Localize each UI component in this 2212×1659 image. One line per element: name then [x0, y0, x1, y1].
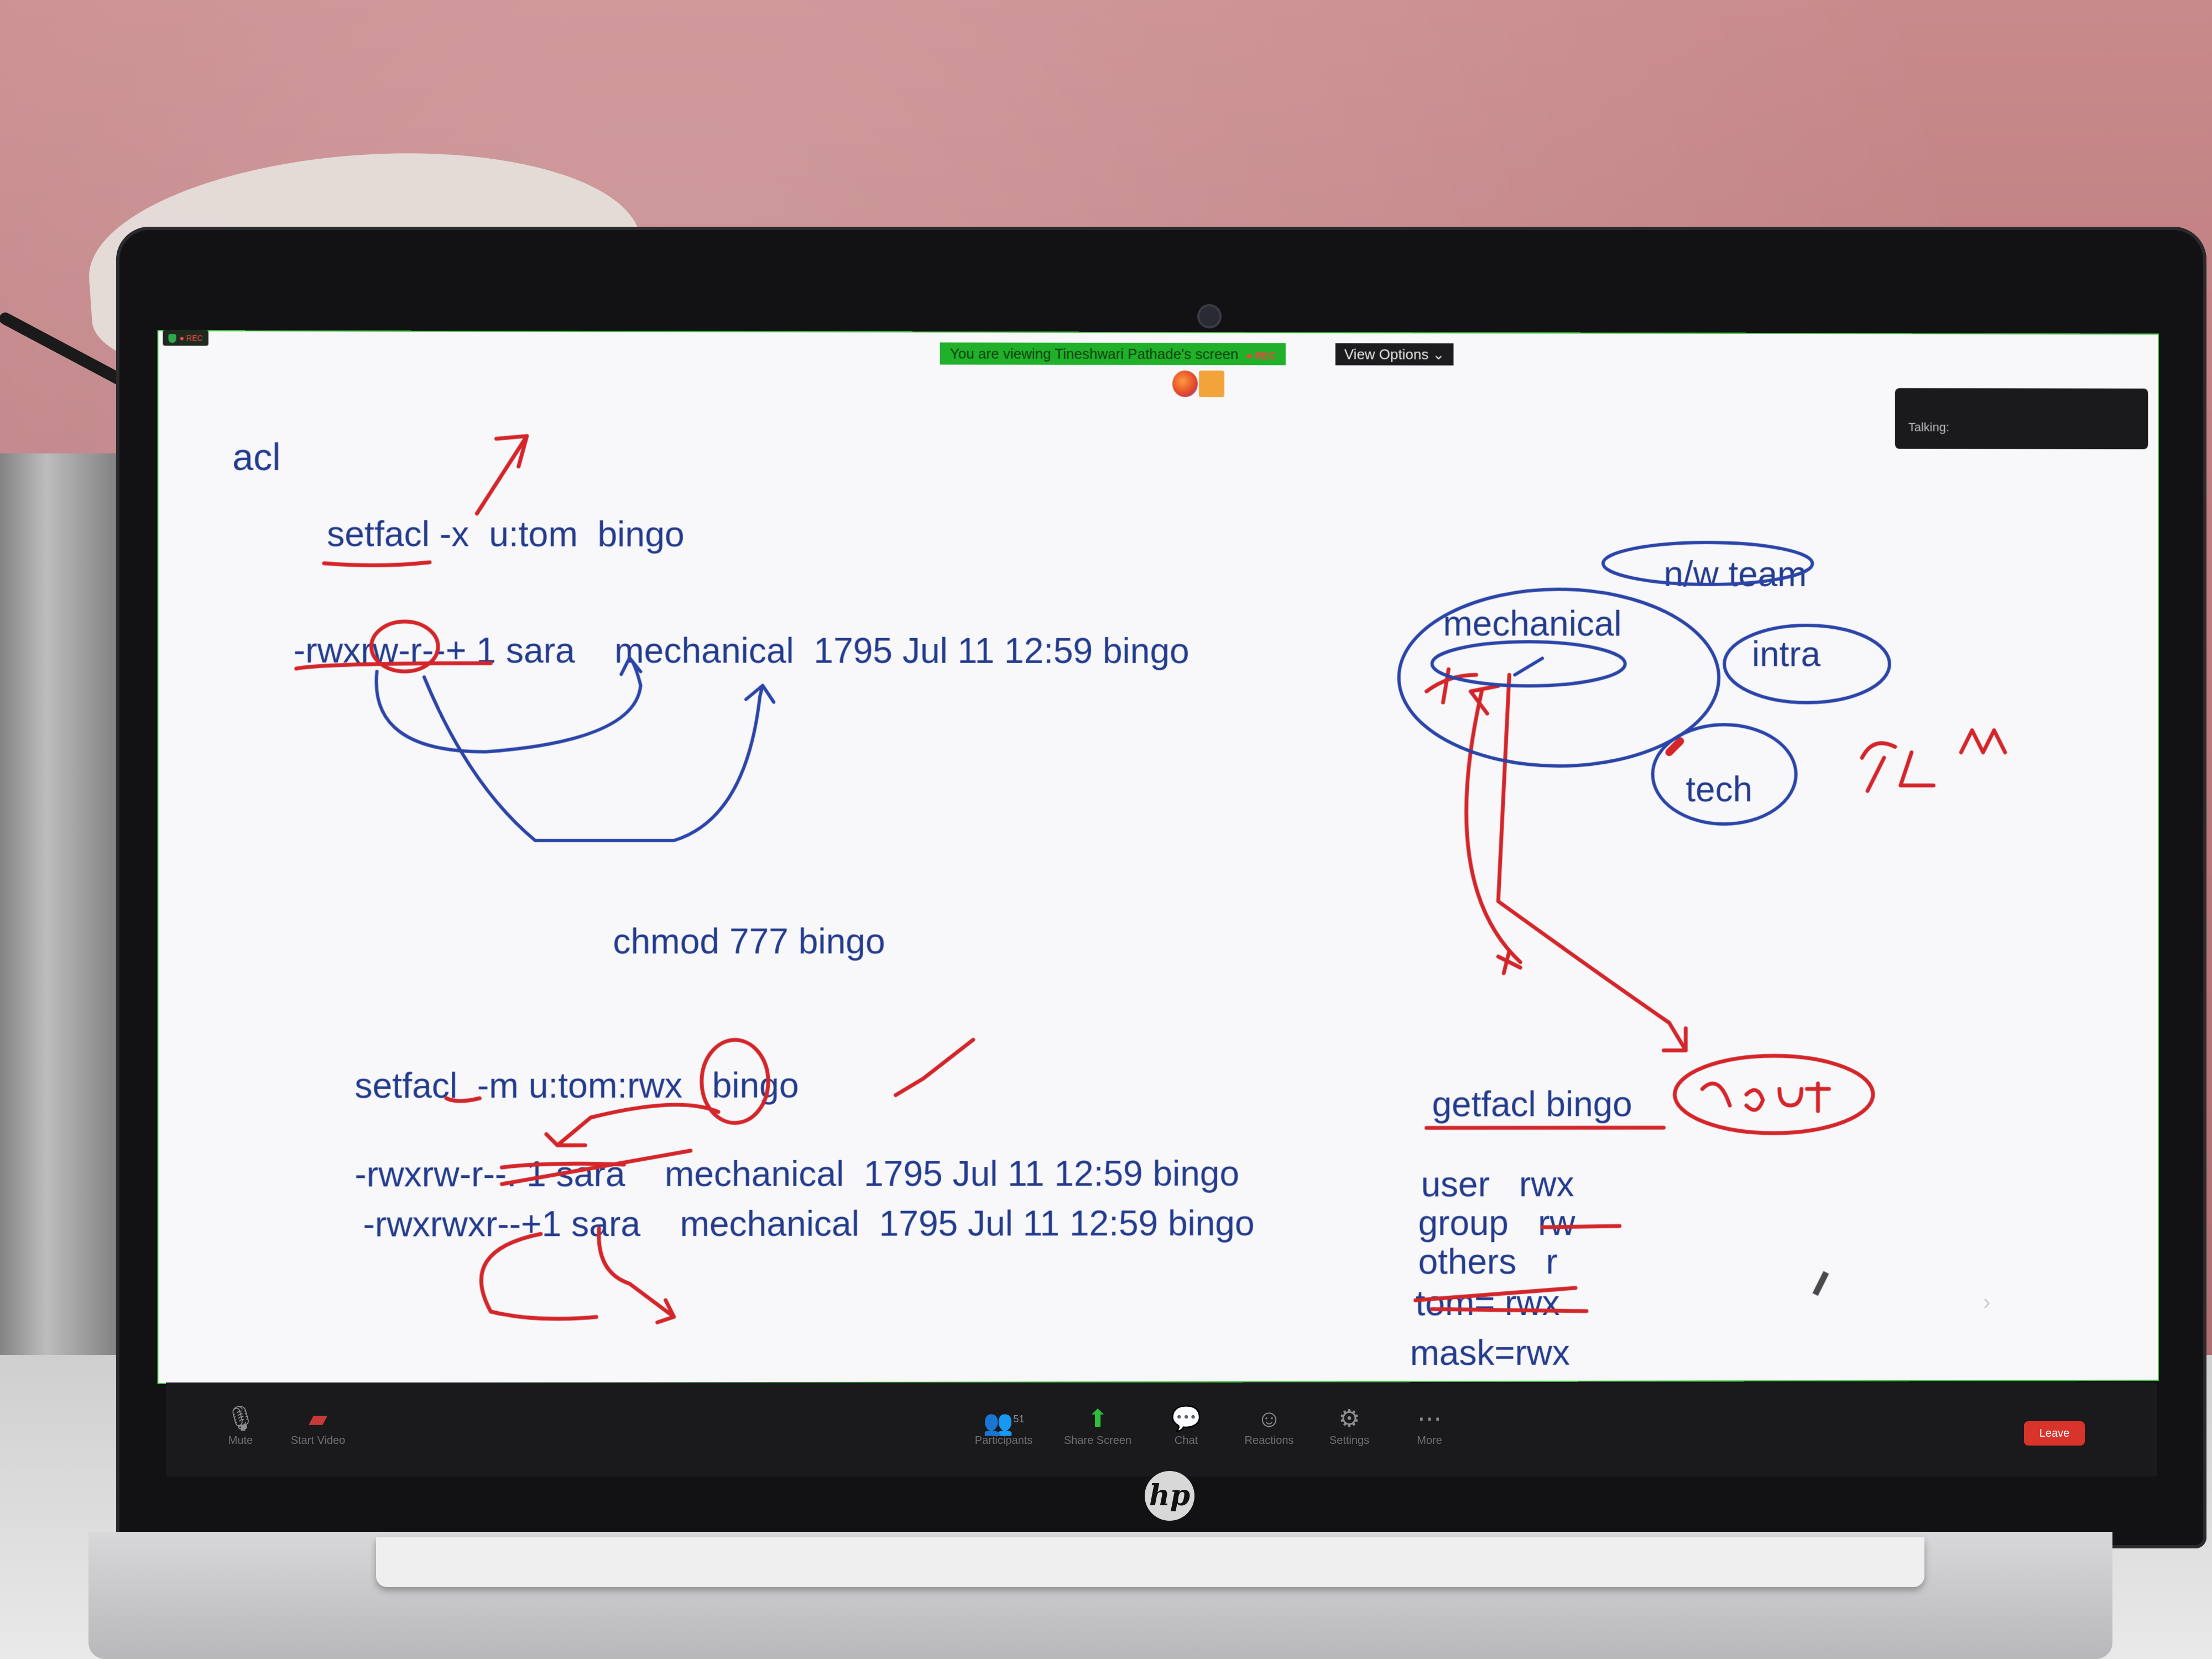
settings-button[interactable]: ⚙ Settings: [1308, 1404, 1391, 1447]
acl-group-entry: group rw: [1418, 1203, 1575, 1243]
share-controls: [1172, 371, 1225, 398]
rec-label: ● REC: [179, 333, 203, 343]
setfacl-remove-command: setfacl -x u:tom bingo: [327, 514, 685, 555]
meeting-toolbar: 🎙 Mute ▰ Start Video 👥51 Participants ⬆ …: [166, 1383, 2157, 1477]
participants-icon: 👥51: [983, 1409, 1025, 1437]
diagram-intra: intra: [1751, 634, 1820, 674]
root-circle: [1674, 1056, 1873, 1133]
share-screen-button[interactable]: ⬆ Share Screen: [1056, 1404, 1139, 1447]
recording-indicator: ● REC: [163, 330, 208, 346]
diagram-tech: tech: [1686, 769, 1752, 810]
share-screen-icon: ⬆: [1087, 1405, 1108, 1432]
rlm-handwriting: [1862, 731, 2005, 791]
talking-label: Talking:: [1908, 420, 1949, 434]
diagram-mechanical: mechanical: [1443, 603, 1622, 644]
talking-panel: Talking:: [1895, 388, 2148, 450]
rw-note: [1427, 669, 1477, 702]
checkmark: [896, 1040, 973, 1095]
root-arrow-2: [1498, 675, 1686, 1050]
view-options-button[interactable]: View Options ⌄: [1335, 343, 1454, 366]
chat-icon: 💬: [1171, 1405, 1202, 1432]
ls-output-line-1: -rwxrw-r--+ 1 sara mechanical 1795 Jul 1…: [293, 630, 1190, 671]
reactions-icon: ☺: [1256, 1405, 1282, 1432]
ls-output-line-2: -rwxrw-r--. 1 sara mechanical 1795 Jul 1…: [354, 1153, 1239, 1194]
tech-mark: [1669, 741, 1680, 752]
banner-rec-label: ● REC: [1246, 350, 1276, 362]
leave-button[interactable]: Leave: [2024, 1421, 2085, 1446]
webcam: [1197, 304, 1222, 328]
more-label: More: [1417, 1434, 1442, 1447]
participants-count: 51: [1013, 1413, 1025, 1425]
start-video-label: Start Video: [290, 1434, 346, 1447]
chat-button[interactable]: 💬 Chat: [1145, 1404, 1228, 1447]
chmod-command: chmod 777 bingo: [613, 921, 885, 962]
rwx-arrow: [546, 1105, 718, 1145]
ls-output-line-3: -rwxrwxr--+1 sara mechanical 1795 Jul 11…: [363, 1203, 1255, 1244]
ls1-blue-arrow-1: [377, 658, 641, 752]
diagram-nw-team: n/w team: [1663, 554, 1807, 594]
viewing-banner: You are viewing Tineshwari Pathade's scr…: [940, 342, 1286, 366]
getfacl-command: getfacl bingo: [1432, 1084, 1632, 1124]
remove-arrow: [477, 436, 526, 513]
viewing-banner-label: You are viewing Tineshwari Pathade's scr…: [950, 345, 1239, 363]
setfacl-underline: [324, 562, 430, 566]
more-button[interactable]: ⋯ More: [1388, 1404, 1471, 1447]
settings-label: Settings: [1329, 1434, 1370, 1447]
acl-others-entry: others r: [1418, 1241, 1558, 1282]
ls1-blue-arrow-2: [424, 677, 774, 841]
microphone-icon[interactable]: [1198, 371, 1224, 398]
mute-button[interactable]: 🎙 Mute: [199, 1404, 282, 1447]
shield-icon: [168, 334, 176, 343]
acl-mask-entry: mask=rwx: [1410, 1332, 1570, 1373]
mechanical-inner-ellipse: [1432, 641, 1625, 686]
root-arrow-1: [1467, 686, 1521, 962]
reactions-button[interactable]: ☺ Reactions: [1228, 1404, 1311, 1447]
gear-icon: ⚙: [1338, 1405, 1360, 1432]
firefox-icon[interactable]: [1172, 371, 1198, 398]
reactions-label: Reactions: [1244, 1434, 1294, 1447]
mechanical-slash: [1515, 658, 1542, 675]
participants-label: Participants: [974, 1434, 1033, 1447]
hp-logo: hp: [1145, 1471, 1194, 1521]
laptop-hinge: [376, 1537, 1924, 1587]
mute-label: Mute: [228, 1434, 253, 1447]
root-arrow-cross: [1498, 951, 1520, 973]
start-video-button[interactable]: ▰ Start Video: [276, 1404, 359, 1447]
more-icon: ⋯: [1417, 1405, 1442, 1432]
acl-tom-entry: tom= rwx: [1415, 1283, 1560, 1323]
acl-heading: acl: [232, 436, 281, 479]
chat-label: Chat: [1174, 1434, 1198, 1447]
laptop-screen: ● REC You are viewing Tineshwari Pathade…: [157, 330, 2159, 1385]
video-off-icon: ▰: [309, 1405, 327, 1432]
share-screen-label: Share Screen: [1063, 1434, 1132, 1447]
setfacl-modify-command: setfacl -m u:tom:rwx bingo: [354, 1065, 799, 1106]
acl-user-entry: user rwx: [1421, 1164, 1574, 1204]
page-next-icon[interactable]: ›: [1983, 1290, 1991, 1314]
microphone-icon: 🎙: [225, 1405, 256, 1432]
participants-button[interactable]: 👥51 Participants: [962, 1404, 1045, 1447]
root-handwriting: [1702, 1083, 1829, 1111]
ls3-left-arrow: [481, 1234, 596, 1319]
pencil-icon: [1812, 1271, 1829, 1296]
